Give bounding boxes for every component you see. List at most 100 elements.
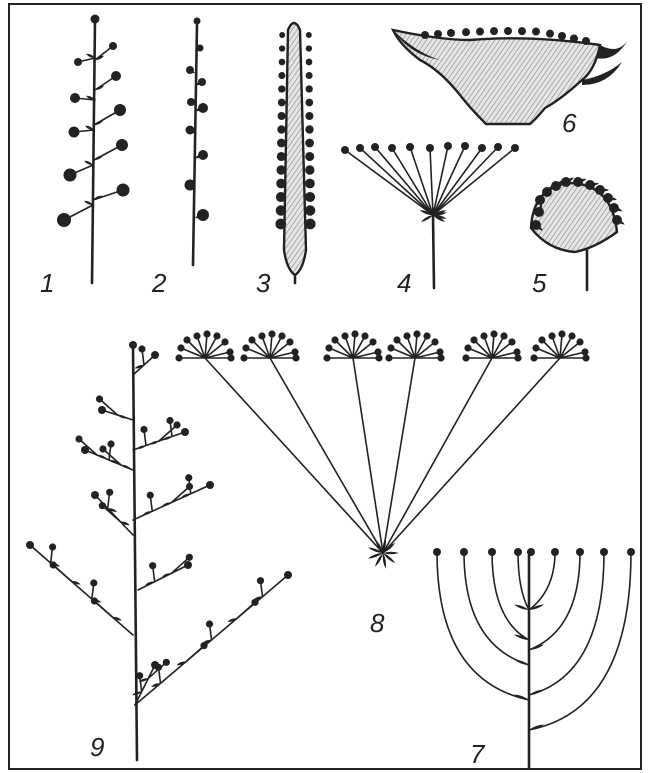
ray	[375, 147, 433, 215]
flower	[494, 143, 502, 151]
pedicel	[103, 449, 121, 465]
flower	[513, 348, 520, 355]
flower	[538, 336, 545, 343]
flower-left	[276, 192, 286, 202]
bract	[137, 445, 146, 449]
terminal-flower	[129, 341, 137, 349]
flower-right	[306, 59, 313, 66]
flower	[117, 184, 130, 197]
terminal-flower	[91, 15, 100, 24]
flower	[240, 354, 247, 361]
flower	[213, 332, 220, 339]
bract	[181, 494, 190, 498]
flower	[433, 548, 441, 556]
pedicel-right	[529, 552, 604, 695]
flower	[286, 338, 293, 345]
flower	[385, 354, 392, 361]
flower	[375, 354, 382, 361]
flower	[436, 348, 443, 355]
bract	[97, 455, 106, 459]
flower-right	[305, 219, 316, 230]
flower	[107, 440, 114, 447]
floret	[558, 32, 566, 40]
flower-right	[306, 72, 313, 79]
primary-ray	[205, 358, 383, 553]
flower-right	[305, 139, 314, 148]
peduncle	[433, 215, 434, 288]
flower	[242, 344, 249, 351]
flower	[57, 213, 71, 227]
fig4-umbel	[341, 142, 519, 288]
flower	[149, 562, 156, 569]
flower	[548, 332, 555, 339]
flower-left	[277, 125, 285, 133]
flower-right	[305, 112, 313, 120]
flower	[203, 330, 210, 337]
flower	[257, 577, 264, 584]
flower	[116, 139, 128, 151]
flower	[106, 489, 113, 496]
flower	[627, 548, 635, 556]
flower	[163, 659, 170, 666]
bract	[529, 645, 544, 650]
flower	[478, 144, 486, 152]
flower	[291, 348, 298, 355]
flower	[514, 354, 521, 361]
bract	[145, 582, 154, 586]
fig1-raceme	[57, 15, 130, 284]
flower	[532, 344, 539, 351]
spadix-axis	[284, 23, 306, 275]
flower	[278, 332, 285, 339]
flower-right	[305, 99, 313, 107]
ray	[392, 148, 433, 215]
bract	[94, 156, 103, 160]
flower	[70, 93, 80, 103]
fig2-spike	[185, 18, 210, 266]
bract	[162, 502, 171, 506]
ray	[433, 146, 465, 215]
flower	[514, 548, 522, 556]
flower	[530, 354, 537, 361]
flower-left	[279, 32, 285, 38]
flower	[292, 354, 299, 361]
bract	[514, 660, 529, 665]
flower	[184, 561, 192, 569]
floret	[434, 30, 442, 38]
flower	[576, 548, 584, 556]
bract	[121, 465, 130, 469]
flower	[511, 144, 519, 152]
bract	[143, 511, 152, 515]
flower	[323, 354, 330, 361]
ray	[345, 150, 433, 215]
flower	[444, 142, 452, 150]
pedicel-left	[437, 552, 529, 700]
flower	[140, 426, 147, 433]
flower	[173, 421, 180, 428]
flower	[413, 330, 420, 337]
flower	[177, 344, 184, 351]
flower-left	[277, 152, 286, 161]
flower	[74, 58, 82, 66]
flower-left	[279, 45, 285, 51]
pedicel	[237, 602, 255, 618]
flower	[111, 71, 121, 81]
flower	[351, 330, 358, 337]
flower	[356, 144, 364, 152]
primary-ray	[270, 358, 383, 553]
main-axis	[193, 24, 197, 265]
flower-left	[276, 205, 286, 215]
flower	[431, 338, 438, 345]
involucre-bract	[421, 215, 433, 222]
flower	[96, 395, 103, 402]
flower	[576, 338, 583, 345]
flower	[406, 143, 414, 151]
flower	[460, 548, 468, 556]
flower	[551, 548, 559, 556]
flower	[388, 144, 396, 152]
floret	[570, 34, 578, 42]
flower	[423, 332, 430, 339]
flower-right	[305, 125, 313, 133]
flower	[331, 336, 338, 343]
flower	[325, 344, 332, 351]
flower	[268, 330, 275, 337]
